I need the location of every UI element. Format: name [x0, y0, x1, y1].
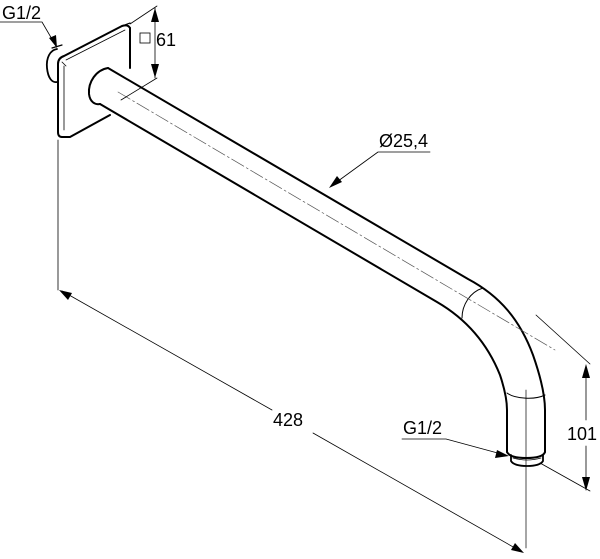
inlet-stub [45, 44, 63, 83]
label-flange-size: 61 [156, 30, 177, 50]
leader-pipe-diameter [333, 151, 431, 185]
arrow-428-right [511, 543, 524, 553]
arrow-outlet-thread [495, 450, 509, 458]
leader-inlet-thread [0, 21, 57, 47]
label-outlet-thread: G1/2 [403, 418, 443, 438]
label-pipe-diameter: Ø25,4 [379, 131, 429, 151]
outlet-nut [510, 454, 544, 467]
arrow-101-bottom [582, 477, 590, 491]
label-inlet-thread: G1/2 [2, 3, 42, 23]
square-symbol [139, 32, 151, 44]
arrow-61-bottom [151, 64, 159, 78]
label-projection-length: 428 [273, 410, 304, 430]
arrow-inlet-thread [49, 35, 57, 48]
wall-flange [57, 22, 131, 138]
arrow-pipe-diameter [329, 176, 342, 188]
arm-pipe [87, 67, 546, 459]
arrow-428-left [59, 290, 72, 300]
arrow-61-top [151, 8, 159, 22]
label-drop-height: 101 [567, 424, 598, 444]
arrow-101-top [582, 364, 590, 378]
dim-428 [57, 139, 523, 553]
leader-outlet-thread [401, 438, 506, 456]
centerline [117, 91, 556, 351]
